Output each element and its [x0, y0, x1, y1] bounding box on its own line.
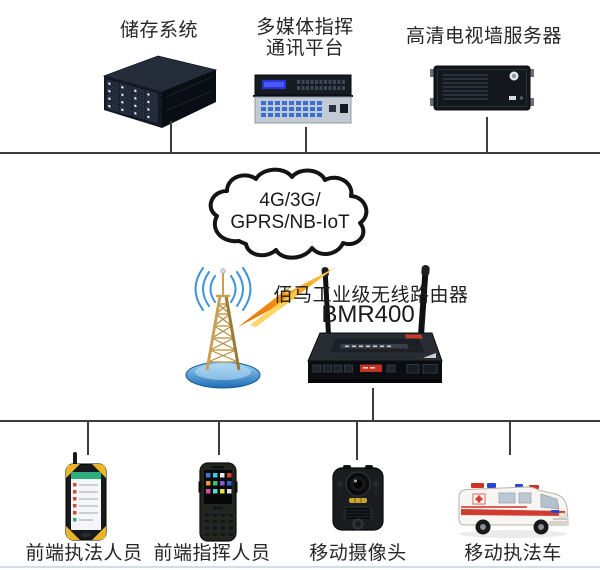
connector-officer-phone — [87, 422, 89, 455]
connector-mobile-camera — [356, 422, 358, 460]
handheld-terminal-icon — [194, 461, 242, 543]
storage-system-label: 储存系统 — [119, 20, 198, 41]
command-terminal-label: 前端指挥人员 — [153, 543, 271, 564]
router-model-label: BMR400 — [321, 301, 415, 328]
radio-tower-icon — [183, 262, 263, 392]
network-cloud-icon — [203, 167, 383, 264]
bottom-border-line — [0, 566, 600, 568]
connector-storage — [170, 121, 172, 153]
cloud-network-label-line2: GPRS/NB-IoT — [230, 212, 350, 233]
multimedia-controller-icon — [253, 73, 353, 125]
bottom-bus-line — [0, 420, 600, 422]
connector-vehicle — [509, 422, 511, 455]
storage-server-icon — [98, 50, 220, 130]
mobile-camera-label: 移动摄像头 — [309, 543, 407, 564]
multimedia-platform-label: 多媒体指挥 通讯平台 — [235, 17, 375, 59]
cloud-network-label: 4G/3G/ GPRS/NB-IoT — [207, 190, 373, 234]
multimedia-platform-label-line1: 多媒体指挥 — [256, 17, 354, 38]
connector-command-terminal — [218, 422, 220, 455]
ambulance-icon — [453, 477, 575, 541]
vehicle-label: 移动执法车 — [464, 543, 562, 564]
connector-multimedia — [305, 127, 307, 153]
officer-phone-label: 前端执法人员 — [25, 543, 143, 564]
tv-wall-server-label: 高清电视墙服务器 — [405, 26, 562, 47]
tv-wall-server-icon — [430, 64, 534, 112]
cloud-network-label-line1: 4G/3G/ — [259, 190, 321, 211]
body-camera-icon — [329, 464, 387, 534]
top-bus-line — [0, 152, 600, 154]
connector-router — [372, 388, 374, 421]
connector-tv-wall — [486, 117, 488, 153]
wireless-router-icon — [305, 265, 445, 390]
lightning-bolt-icon — [238, 267, 338, 329]
multimedia-platform-label-line2: 通讯平台 — [265, 38, 344, 59]
router-title-label: 佰马工业级无线路由器 — [273, 285, 469, 306]
rugged-smartphone-icon — [60, 452, 112, 542]
